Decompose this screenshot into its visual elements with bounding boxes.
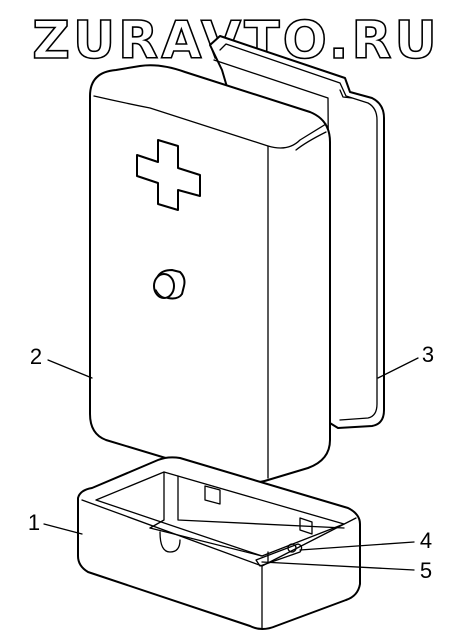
leader-5 bbox=[261, 561, 415, 571]
leader-4 bbox=[299, 541, 415, 551]
leader-1 bbox=[43, 523, 83, 535]
leader-2 bbox=[47, 359, 93, 379]
lid-knob bbox=[153, 269, 186, 300]
cross-symbol bbox=[136, 139, 201, 211]
callout-2: 2 bbox=[30, 344, 42, 369]
callout-1: 1 bbox=[28, 510, 40, 535]
leader-lines bbox=[43, 357, 419, 571]
part-1-base bbox=[77, 456, 361, 630]
part-2-lid bbox=[89, 64, 331, 484]
callout-3: 3 bbox=[422, 342, 434, 367]
callout-5: 5 bbox=[420, 558, 432, 583]
leader-3 bbox=[377, 357, 419, 379]
callout-4: 4 bbox=[420, 528, 432, 553]
